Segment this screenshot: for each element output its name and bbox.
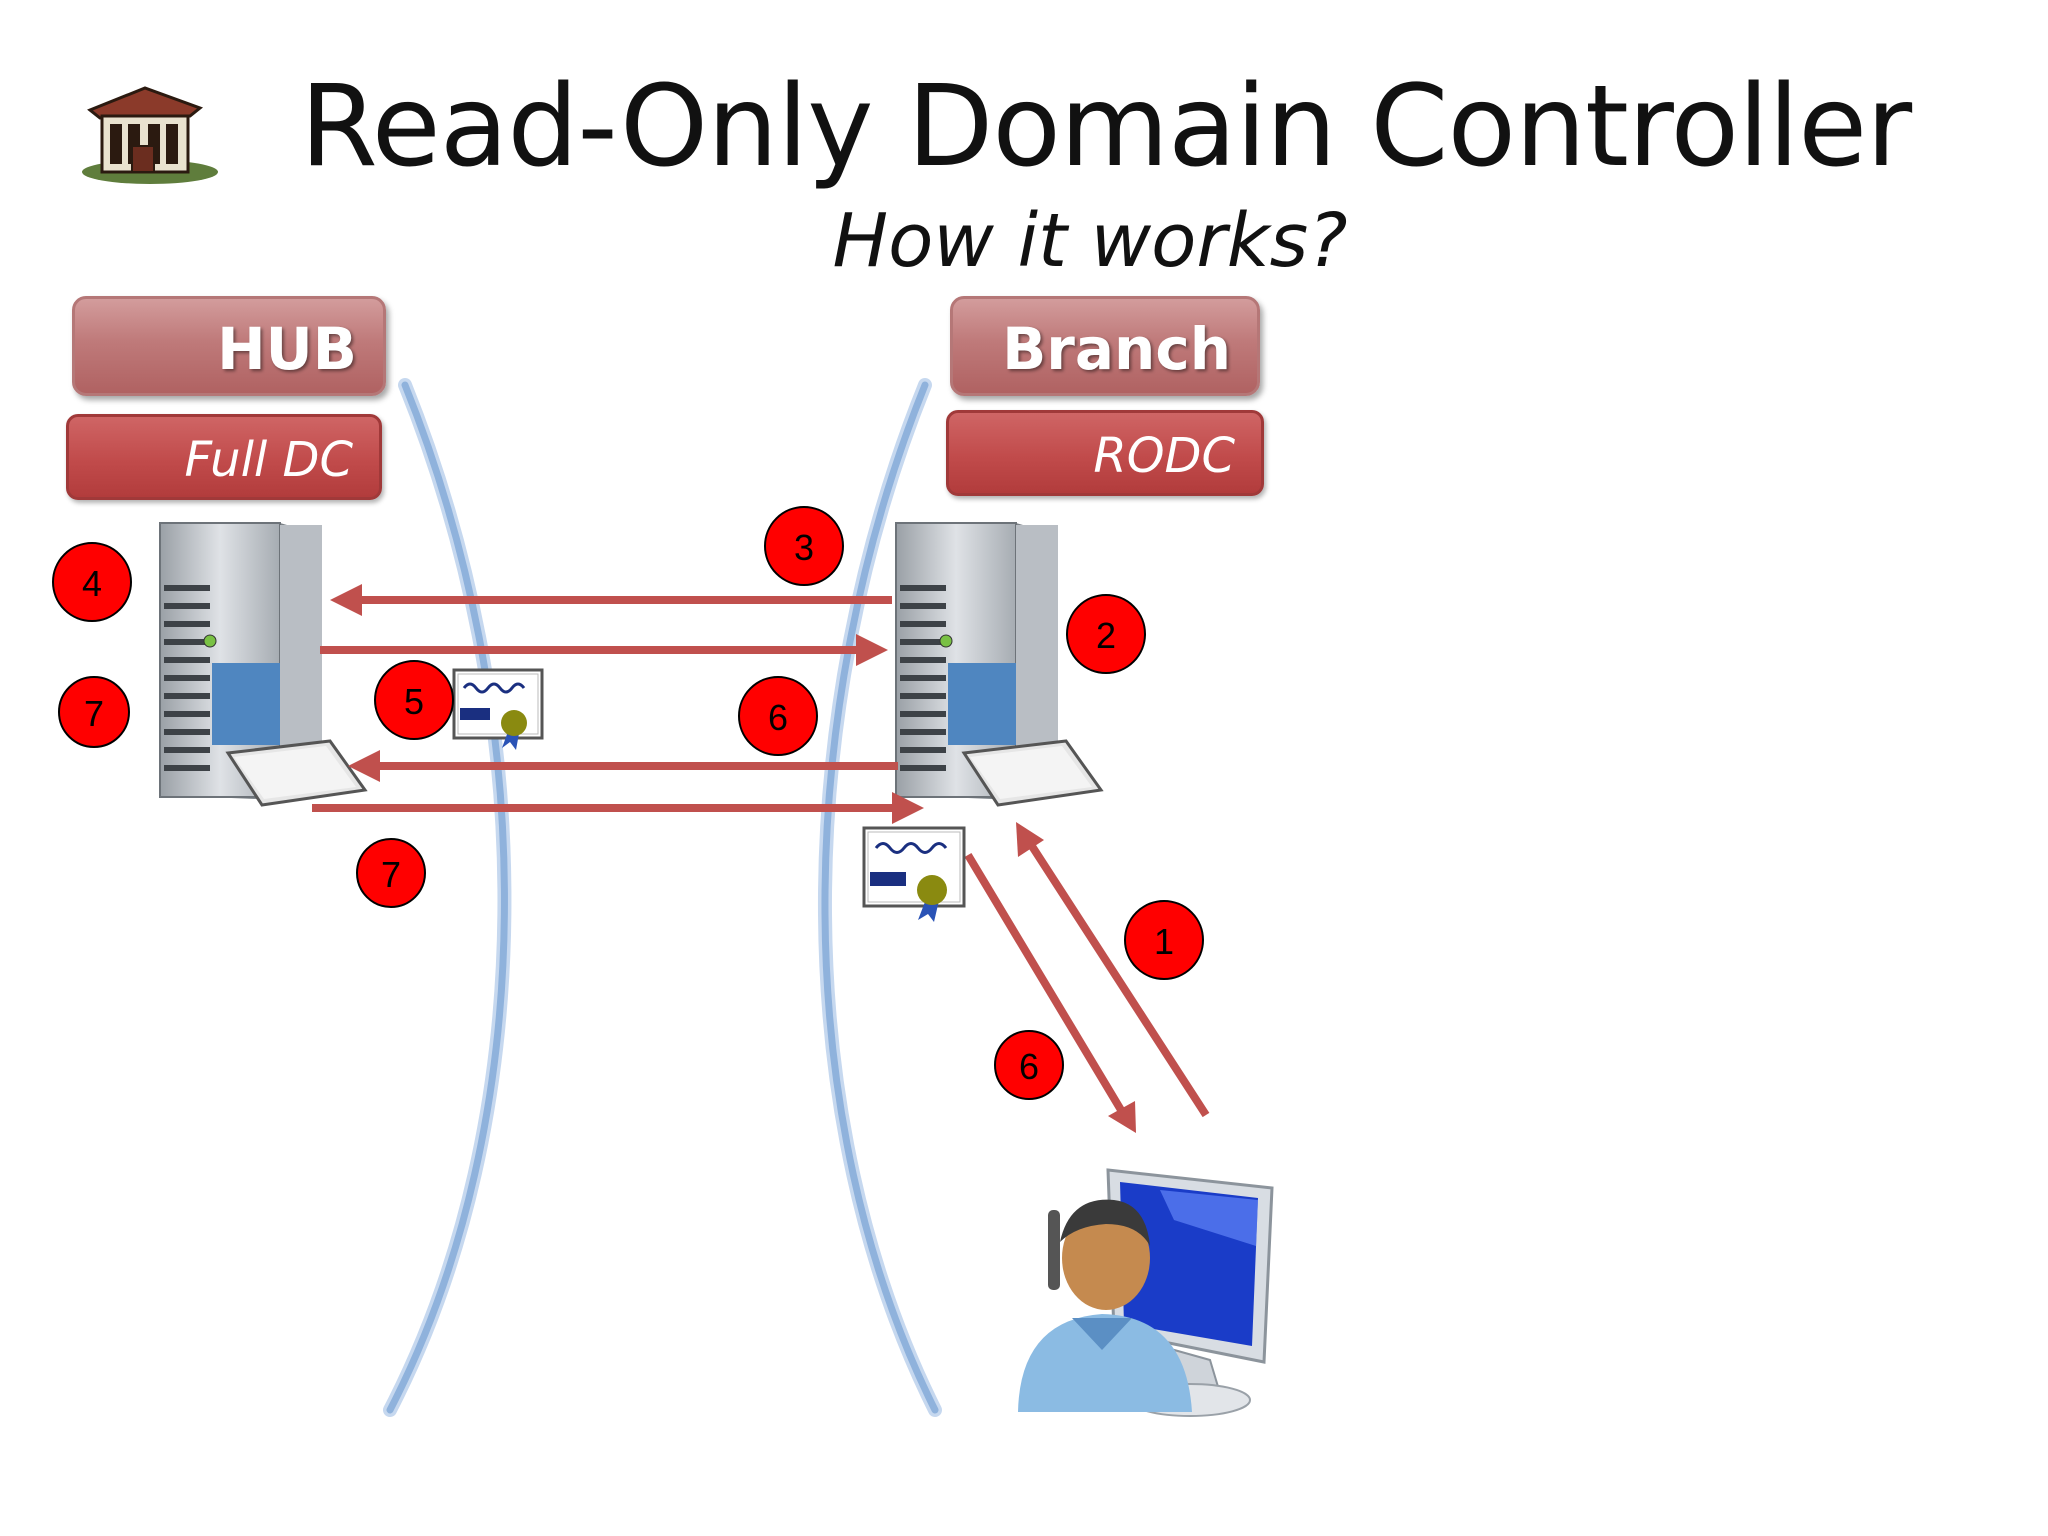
arrow-step1-to-branch	[1024, 837, 1210, 1118]
arrow-step1-head	[1016, 822, 1044, 857]
arrow-step7-head	[892, 792, 924, 824]
certificate-icon-client	[862, 826, 966, 922]
arrow-step3-head	[330, 584, 362, 616]
step-badge-5: 5	[374, 660, 454, 740]
hub-server-icon	[159, 522, 368, 807]
arrow-step6-client-head	[1108, 1101, 1136, 1133]
branch-role-label: RODC	[946, 410, 1264, 496]
hub-role-label: Full DC	[66, 414, 382, 500]
arrow-step6-head	[348, 750, 380, 782]
slide-title: Read-Only Domain Controller	[300, 62, 1912, 192]
arrow-step6-to-client	[964, 852, 1128, 1118]
step-badge-2: 2	[1066, 594, 1146, 674]
branch-site-label: Branch	[950, 296, 1260, 396]
step-badge-6-link: 6	[738, 676, 818, 756]
step-badge-7-link: 7	[356, 838, 426, 908]
step-badge-3: 3	[764, 506, 844, 586]
step-badge-7-hub: 7	[58, 676, 130, 748]
step-badge-4: 4	[52, 542, 132, 622]
user-workstation-icon	[1018, 1168, 1274, 1417]
step-badge-6-client: 6	[994, 1030, 1064, 1100]
arrow-step4-head	[856, 634, 888, 666]
hub-site-label: HUB	[72, 296, 386, 396]
step-badge-1: 1	[1124, 900, 1204, 980]
building-icon	[82, 86, 218, 184]
branch-server-icon	[895, 522, 1104, 807]
certificate-icon	[452, 668, 544, 750]
slide-subtitle: How it works?	[832, 198, 1348, 284]
